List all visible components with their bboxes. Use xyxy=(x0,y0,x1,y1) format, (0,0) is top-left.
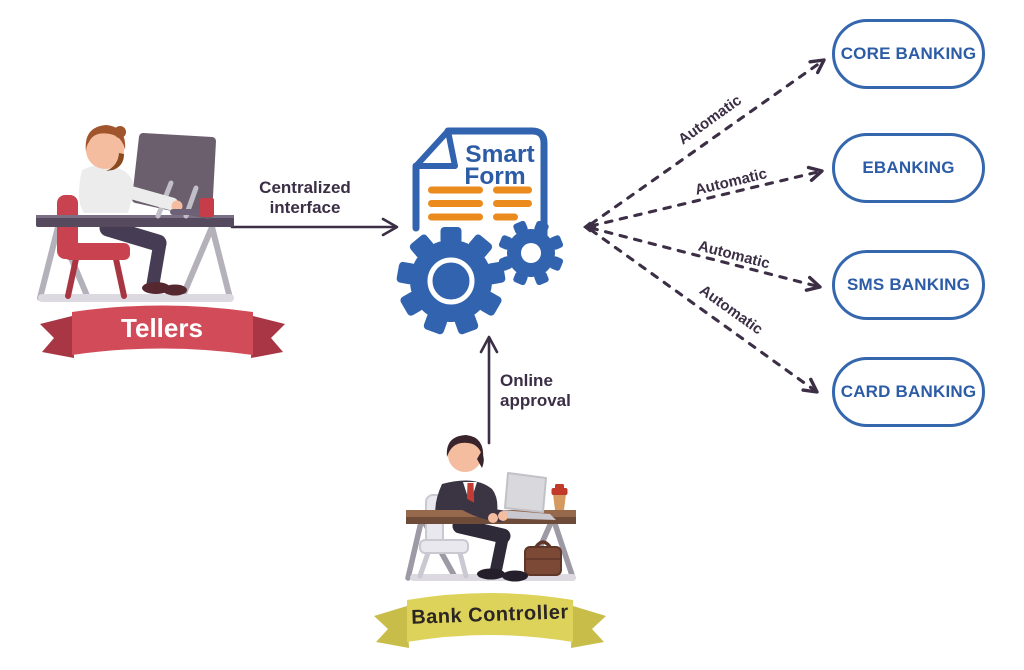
automatic-label-card-banking: Automatic xyxy=(696,281,766,339)
smart-form-title-line1: Smart xyxy=(465,141,534,168)
system-box-ebanking: EBANKING xyxy=(832,133,985,203)
controller-legs xyxy=(452,518,528,582)
fanout-origin-dot xyxy=(583,221,597,233)
bank-controller-ribbon-label: Bank Controller xyxy=(411,601,569,628)
automatic-arrow-core-banking xyxy=(589,58,826,226)
controller-hair xyxy=(446,435,484,459)
teller-legs xyxy=(99,219,187,296)
automatic-arrow-sms-banking xyxy=(589,226,822,289)
online-approval-label: Online approval xyxy=(500,371,571,411)
automatic-arrowhead-sms-banking xyxy=(804,275,822,292)
smart-form-title-line2: Form xyxy=(464,163,525,190)
bank-controller-ribbon: Bank Controller xyxy=(374,593,606,648)
automatic-arrowhead-card-banking xyxy=(801,377,819,394)
teller-arm xyxy=(108,181,179,211)
laptop-icon xyxy=(494,472,556,520)
system-box-card-banking: CARD BANKING xyxy=(832,357,985,427)
automatic-label-core-banking: Automatic xyxy=(675,91,745,149)
system-box-label: SMS BANKING xyxy=(846,275,971,294)
system-box-label: CARD BANKING xyxy=(840,382,977,401)
teller-beard xyxy=(106,153,124,171)
system-box-sms-banking: SMS BANKING xyxy=(832,250,985,320)
document-text-lines-icon xyxy=(428,186,532,221)
system-box-label: EBANKING xyxy=(862,158,955,177)
teller-head xyxy=(86,131,124,169)
controller-head xyxy=(448,438,482,472)
gear-icon-large xyxy=(396,227,506,335)
system-box-core-banking: CORE BANKING xyxy=(832,19,985,89)
briefcase-icon xyxy=(524,540,562,576)
teller-mug xyxy=(200,198,214,217)
teller-body xyxy=(78,125,134,213)
controller-arms xyxy=(449,492,508,523)
coffee-cup-icon xyxy=(551,484,568,510)
automatic-arrowhead-core-banking xyxy=(808,58,826,75)
bank-controller-illustration: Bank Controller xyxy=(374,435,606,648)
smart-form-icon: Smart Form xyxy=(396,127,564,335)
tellers-ribbon-label: Tellers xyxy=(121,313,203,343)
gear-icon-small xyxy=(498,220,564,286)
document-icon: Smart Form xyxy=(412,127,548,259)
teller-hand xyxy=(171,200,183,212)
system-box-label: CORE BANKING xyxy=(840,44,977,63)
automatic-label-sms-banking: Automatic xyxy=(696,237,772,273)
automatic-arrowhead-ebanking xyxy=(806,165,824,182)
tellers-ribbon: Tellers xyxy=(40,305,285,358)
automatic-label-ebanking: Automatic xyxy=(693,165,769,199)
centralized-interface-label: Centralized interface xyxy=(259,178,351,218)
teller-illustration: Tellers xyxy=(36,125,285,358)
